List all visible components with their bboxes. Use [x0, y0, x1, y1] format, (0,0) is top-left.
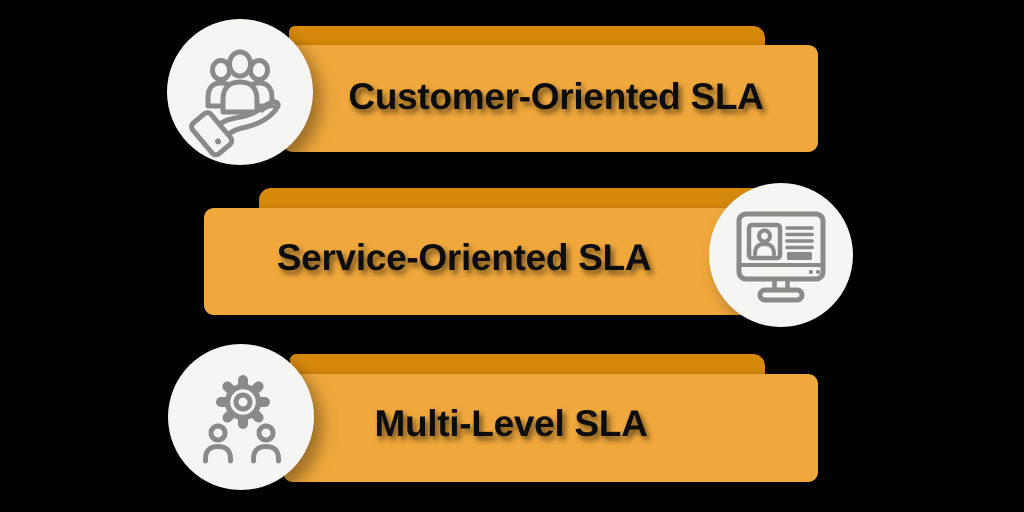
monitor-profile-icon [736, 211, 826, 303]
banner-bar [283, 374, 818, 482]
gear-team-icon [203, 375, 281, 464]
banner-label: Multi-Level SLA [374, 403, 648, 444]
icon-circle [167, 19, 313, 165]
icon-circle [168, 344, 314, 490]
icon-circle [709, 183, 853, 327]
customers-in-hand-icon [189, 49, 281, 158]
banner-label: Customer-Oriented SLA [348, 76, 764, 117]
banner-label: Service-Oriented SLA [276, 237, 652, 278]
banner-bar [283, 45, 818, 152]
banner-bar [204, 208, 790, 315]
